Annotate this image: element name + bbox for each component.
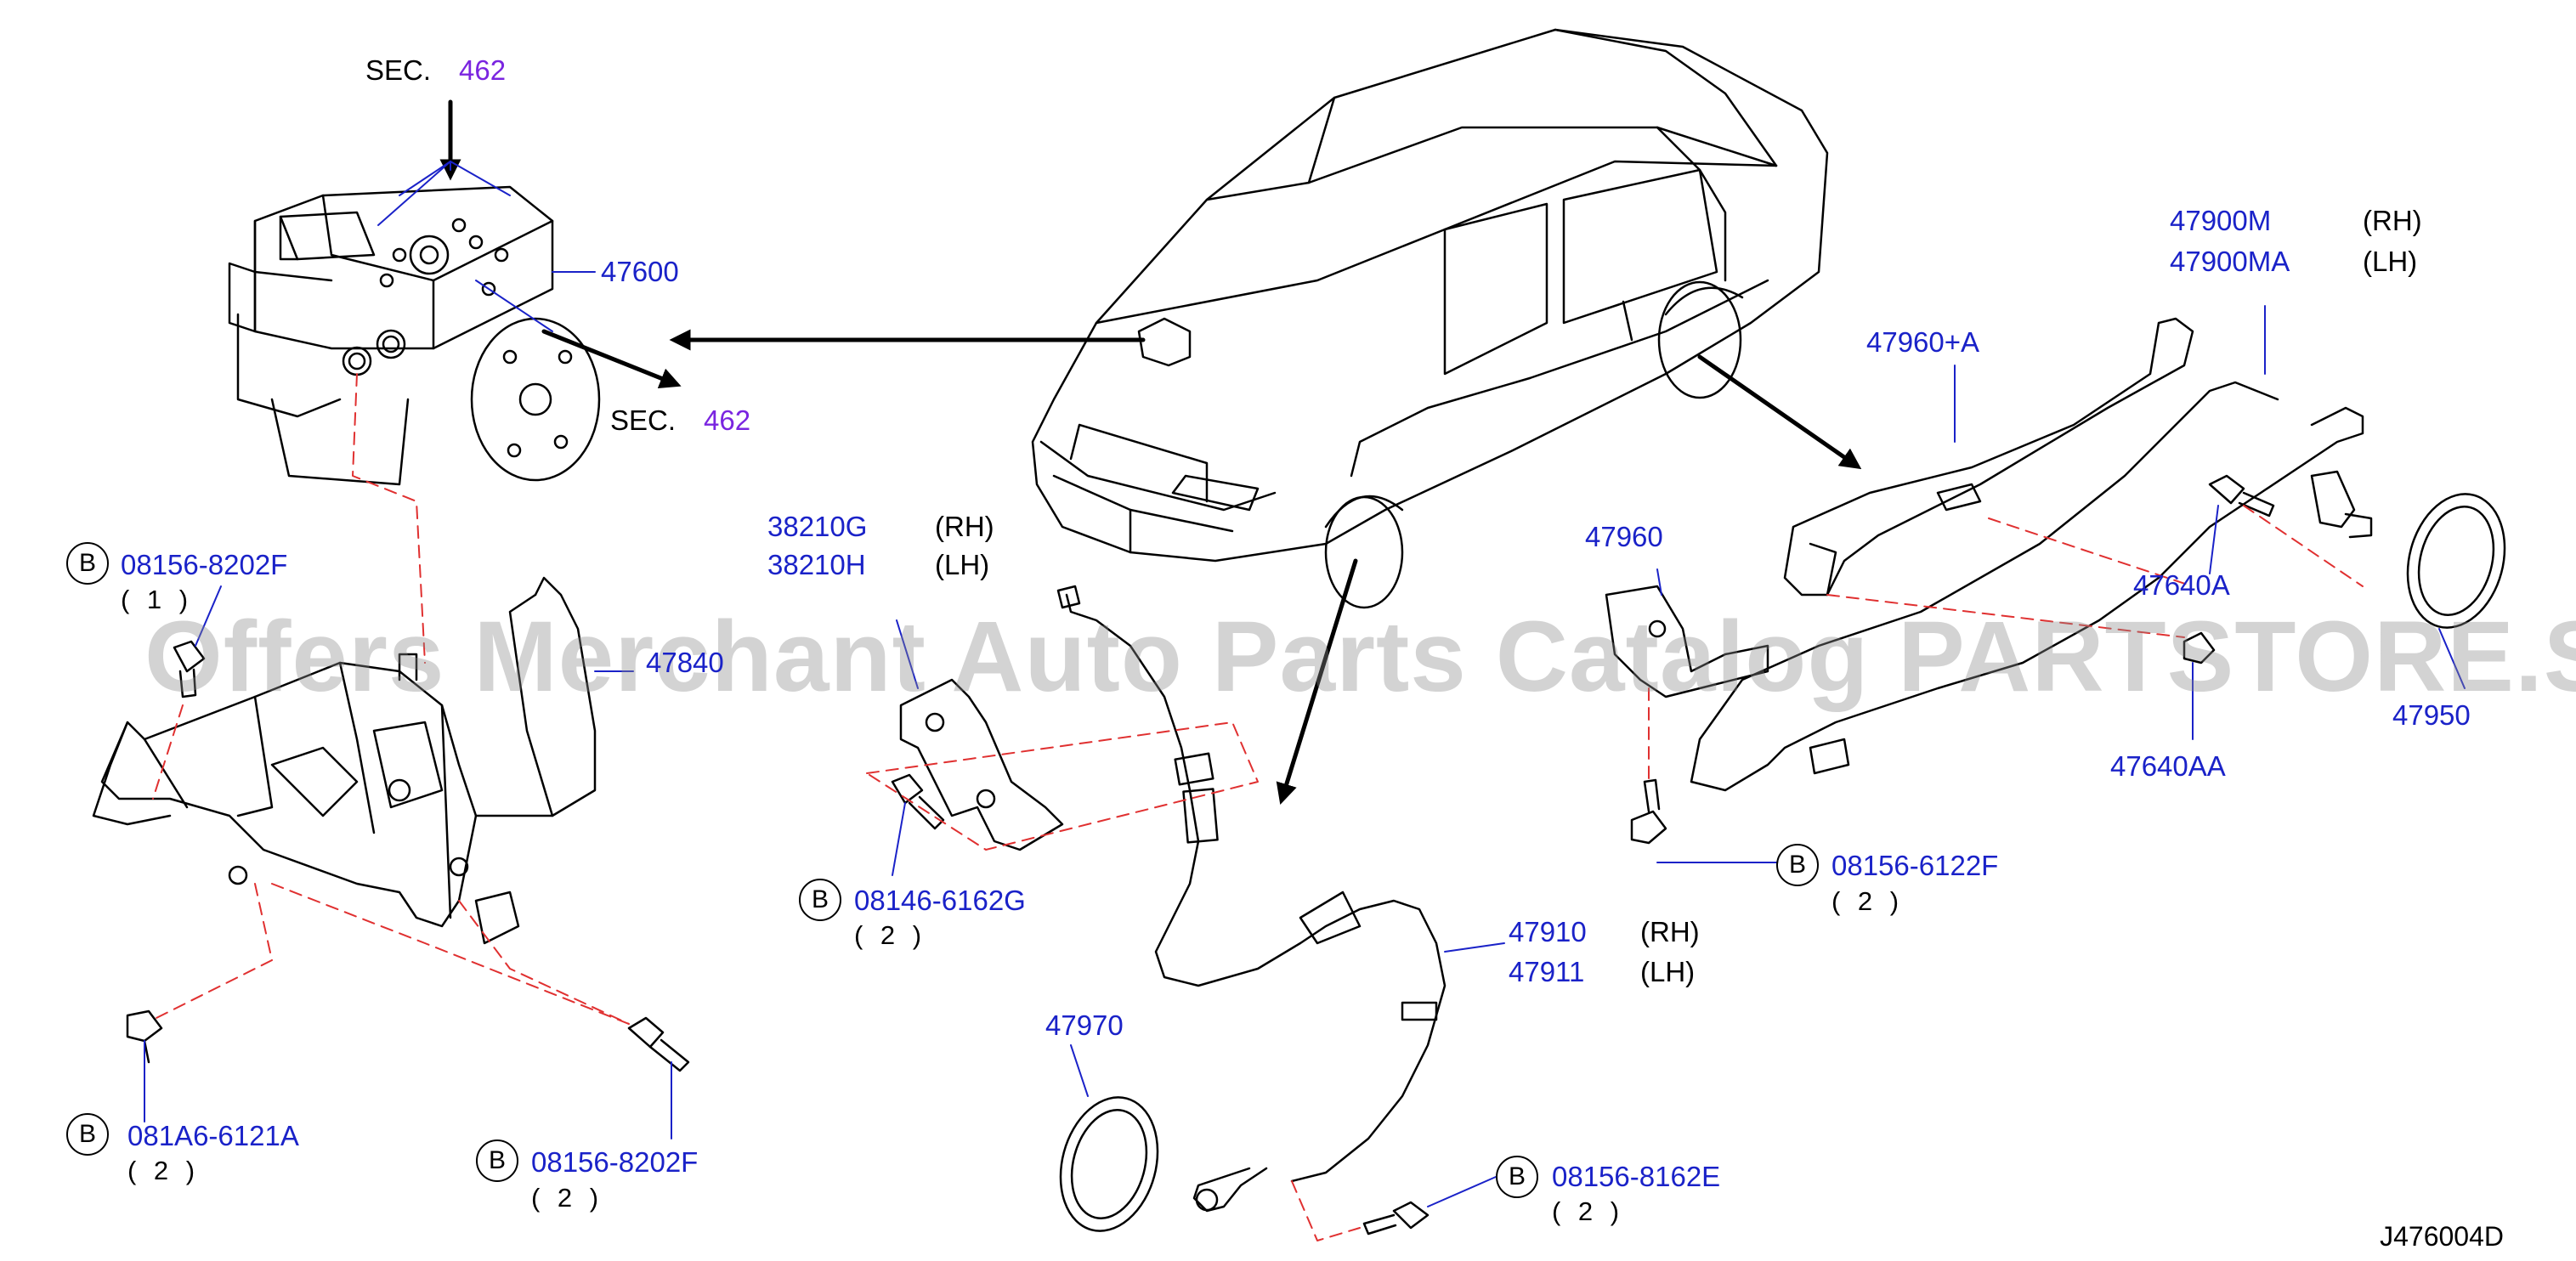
bolt-bracket-bottom-right xyxy=(627,1016,690,1072)
part-47840[interactable]: 47840 xyxy=(646,647,724,678)
sec-ref-right-prefix: SEC. xyxy=(610,404,677,436)
part-47600[interactable]: 47600 xyxy=(601,256,679,287)
rear-bolt-6122f xyxy=(1630,778,1667,845)
front-wheel-sensor-harness xyxy=(1056,585,1447,1213)
watermark: Offers Merchant Auto Parts Catalog PARTS… xyxy=(144,601,2576,713)
rear-sensor-clip-47640aa xyxy=(2183,631,2216,664)
part-47960a[interactable]: 47960+A xyxy=(1866,326,1980,358)
arrow-sec-right xyxy=(541,329,682,388)
part-38210h[interactable]: 38210H xyxy=(767,549,866,580)
abs-actuator-unit xyxy=(228,185,601,486)
part-47950[interactable]: 47950 xyxy=(2392,699,2471,731)
part-47970[interactable]: 47970 xyxy=(1045,1009,1124,1041)
part-47640a[interactable]: 47640A xyxy=(2133,569,2230,601)
bolt-qty: ( 1 ) xyxy=(121,585,194,614)
part-38210g[interactable]: 38210G xyxy=(767,511,868,542)
part-47911[interactable]: 47911 xyxy=(1509,956,1585,987)
part-47900ma-side: (LH) xyxy=(2363,246,2418,277)
bolt-badge: B xyxy=(66,1113,109,1156)
front-sensor-bolt xyxy=(891,773,945,830)
abs-bracket xyxy=(92,576,597,945)
part-47910-side: (RH) xyxy=(1640,916,1700,947)
bolt-part-08146-6162g[interactable]: 08146-6162G xyxy=(854,885,1026,916)
rear-sensor-bracket-47960a xyxy=(1783,317,2194,597)
sec-ref-top-number[interactable]: 462 xyxy=(459,54,507,86)
bolt-badge: B xyxy=(476,1139,518,1182)
part-38210h-side: (LH) xyxy=(935,549,990,580)
bolt-part-08156-8162e[interactable]: 08156-8162E xyxy=(1552,1161,1721,1192)
rear-sensor-harness xyxy=(1690,381,2373,792)
bolt-part-08156-8202f-bottom[interactable]: 08156-8202F xyxy=(531,1146,699,1178)
bolt-qty: ( 2 ) xyxy=(854,920,927,950)
part-47900m[interactable]: 47900M xyxy=(2170,205,2272,236)
front-sensor-bracket xyxy=(899,678,1064,851)
sec-ref-right-number[interactable]: 462 xyxy=(704,404,751,436)
part-38210g-side: (RH) xyxy=(935,511,994,542)
part-47910[interactable]: 47910 xyxy=(1509,916,1587,947)
sec-ref-top-prefix: SEC. xyxy=(365,54,432,86)
part-47960[interactable]: 47960 xyxy=(1585,521,1663,552)
bolt-bracket-top xyxy=(173,640,206,698)
bolt-qty: ( 2 ) xyxy=(127,1156,201,1185)
bolt-badge: B xyxy=(1496,1156,1538,1198)
bolt-badge: B xyxy=(799,879,841,921)
bolt-part-081a6-6121a[interactable]: 081A6-6121A xyxy=(127,1120,299,1151)
bolt-part-08156-6122f[interactable]: 08156-6122F xyxy=(1832,850,1999,881)
bolt-badge: B xyxy=(66,542,109,585)
car-body-outline xyxy=(1031,28,1829,609)
bolt-badge: B xyxy=(1776,844,1819,886)
bolt-qty: ( 2 ) xyxy=(531,1183,604,1213)
bottom-bolt-8162e xyxy=(1362,1201,1430,1236)
part-47900m-side: (RH) xyxy=(2363,205,2422,236)
rear-sensor-bracket-47960 xyxy=(1605,585,1769,698)
arrow-to-front-sensor xyxy=(1276,558,1358,805)
rear-sensor-bolt-47640a xyxy=(2208,474,2275,517)
front-sensor-rotor-ring xyxy=(1059,1096,1159,1232)
bolt-part-08156-8202f-top[interactable]: 08156-8202F xyxy=(121,549,288,580)
bolt-qty: ( 2 ) xyxy=(1552,1196,1625,1226)
part-47900ma[interactable]: 47900MA xyxy=(2170,246,2290,277)
part-47911-side: (LH) xyxy=(1640,956,1696,987)
arrow-to-rear-sensor xyxy=(1697,354,1862,470)
diagram-code: J476004D xyxy=(2380,1221,2504,1252)
part-47640aa[interactable]: 47640AA xyxy=(2110,750,2226,782)
bolt-qty: ( 2 ) xyxy=(1832,886,1905,916)
rear-sensor-rotor-ring xyxy=(2406,493,2506,629)
